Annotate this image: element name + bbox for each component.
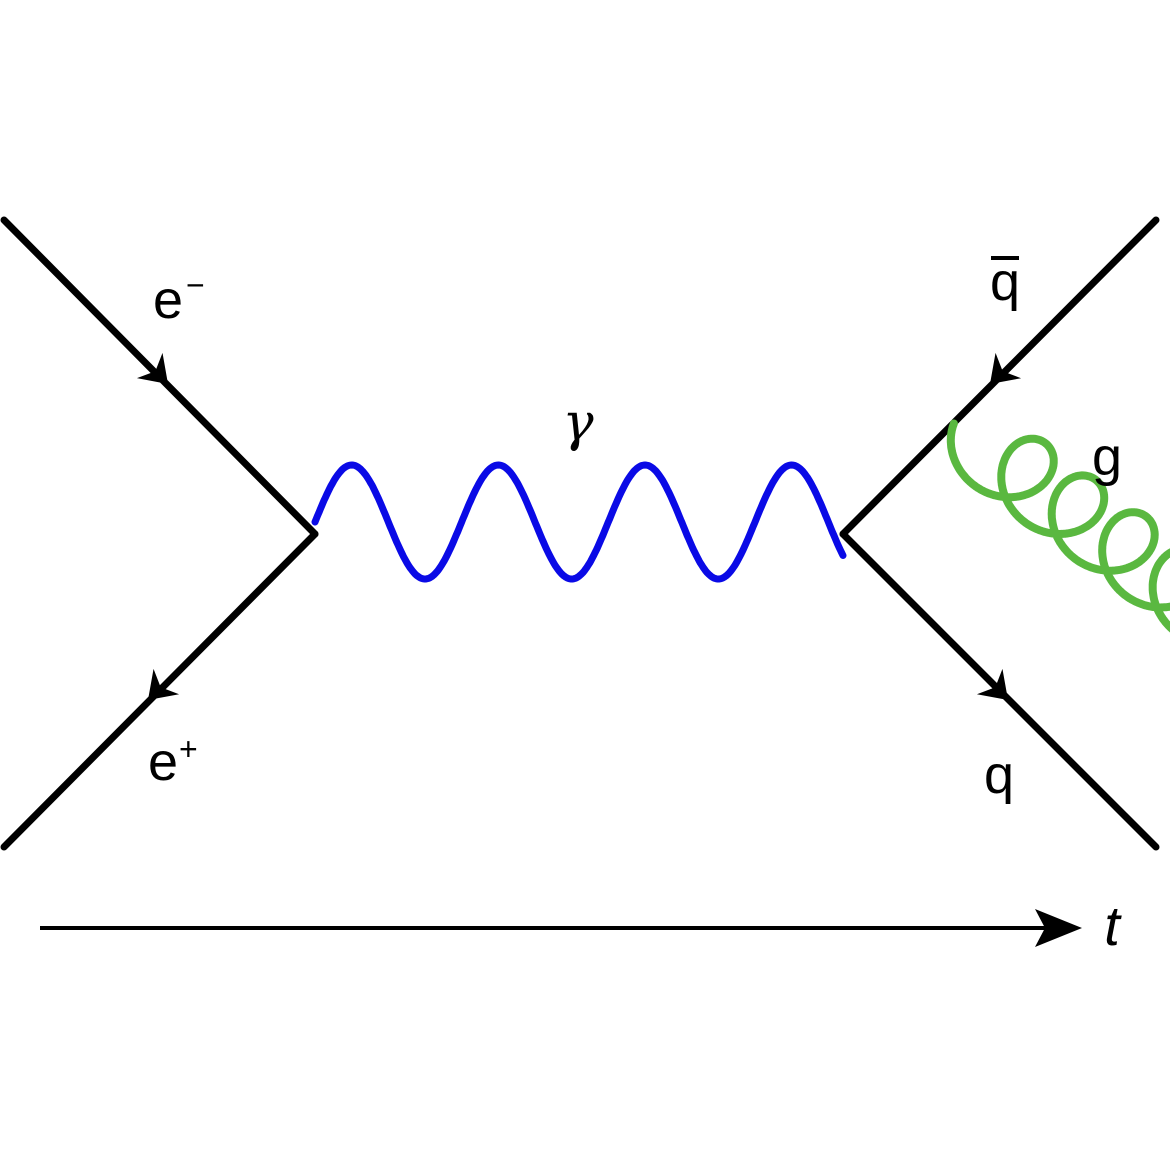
quark-arrow-icon	[976, 668, 1008, 700]
gluon-line	[946, 419, 1170, 633]
antiquark-arrow-icon	[990, 352, 1022, 384]
antiquark-label: q	[990, 252, 1020, 312]
positron-label-base: e	[148, 732, 178, 792]
gluon-label: g	[1092, 427, 1122, 487]
antiquark-label-symbol: q	[990, 252, 1020, 312]
electron-label-base: e	[153, 270, 183, 330]
positron-label-charge: +	[179, 731, 198, 767]
time-axis-label: t	[1104, 894, 1122, 957]
electron-label: e −	[153, 267, 205, 330]
quark-label: q	[984, 745, 1014, 805]
time-axis-arrow-icon	[1035, 909, 1082, 947]
electron-label-charge: −	[186, 267, 205, 303]
positron-label: e +	[148, 731, 198, 792]
electron-arrow-icon	[136, 352, 168, 384]
positron-arrow-icon	[148, 668, 180, 700]
photon-propagator	[311, 461, 847, 583]
photon-label: γ	[562, 393, 594, 453]
